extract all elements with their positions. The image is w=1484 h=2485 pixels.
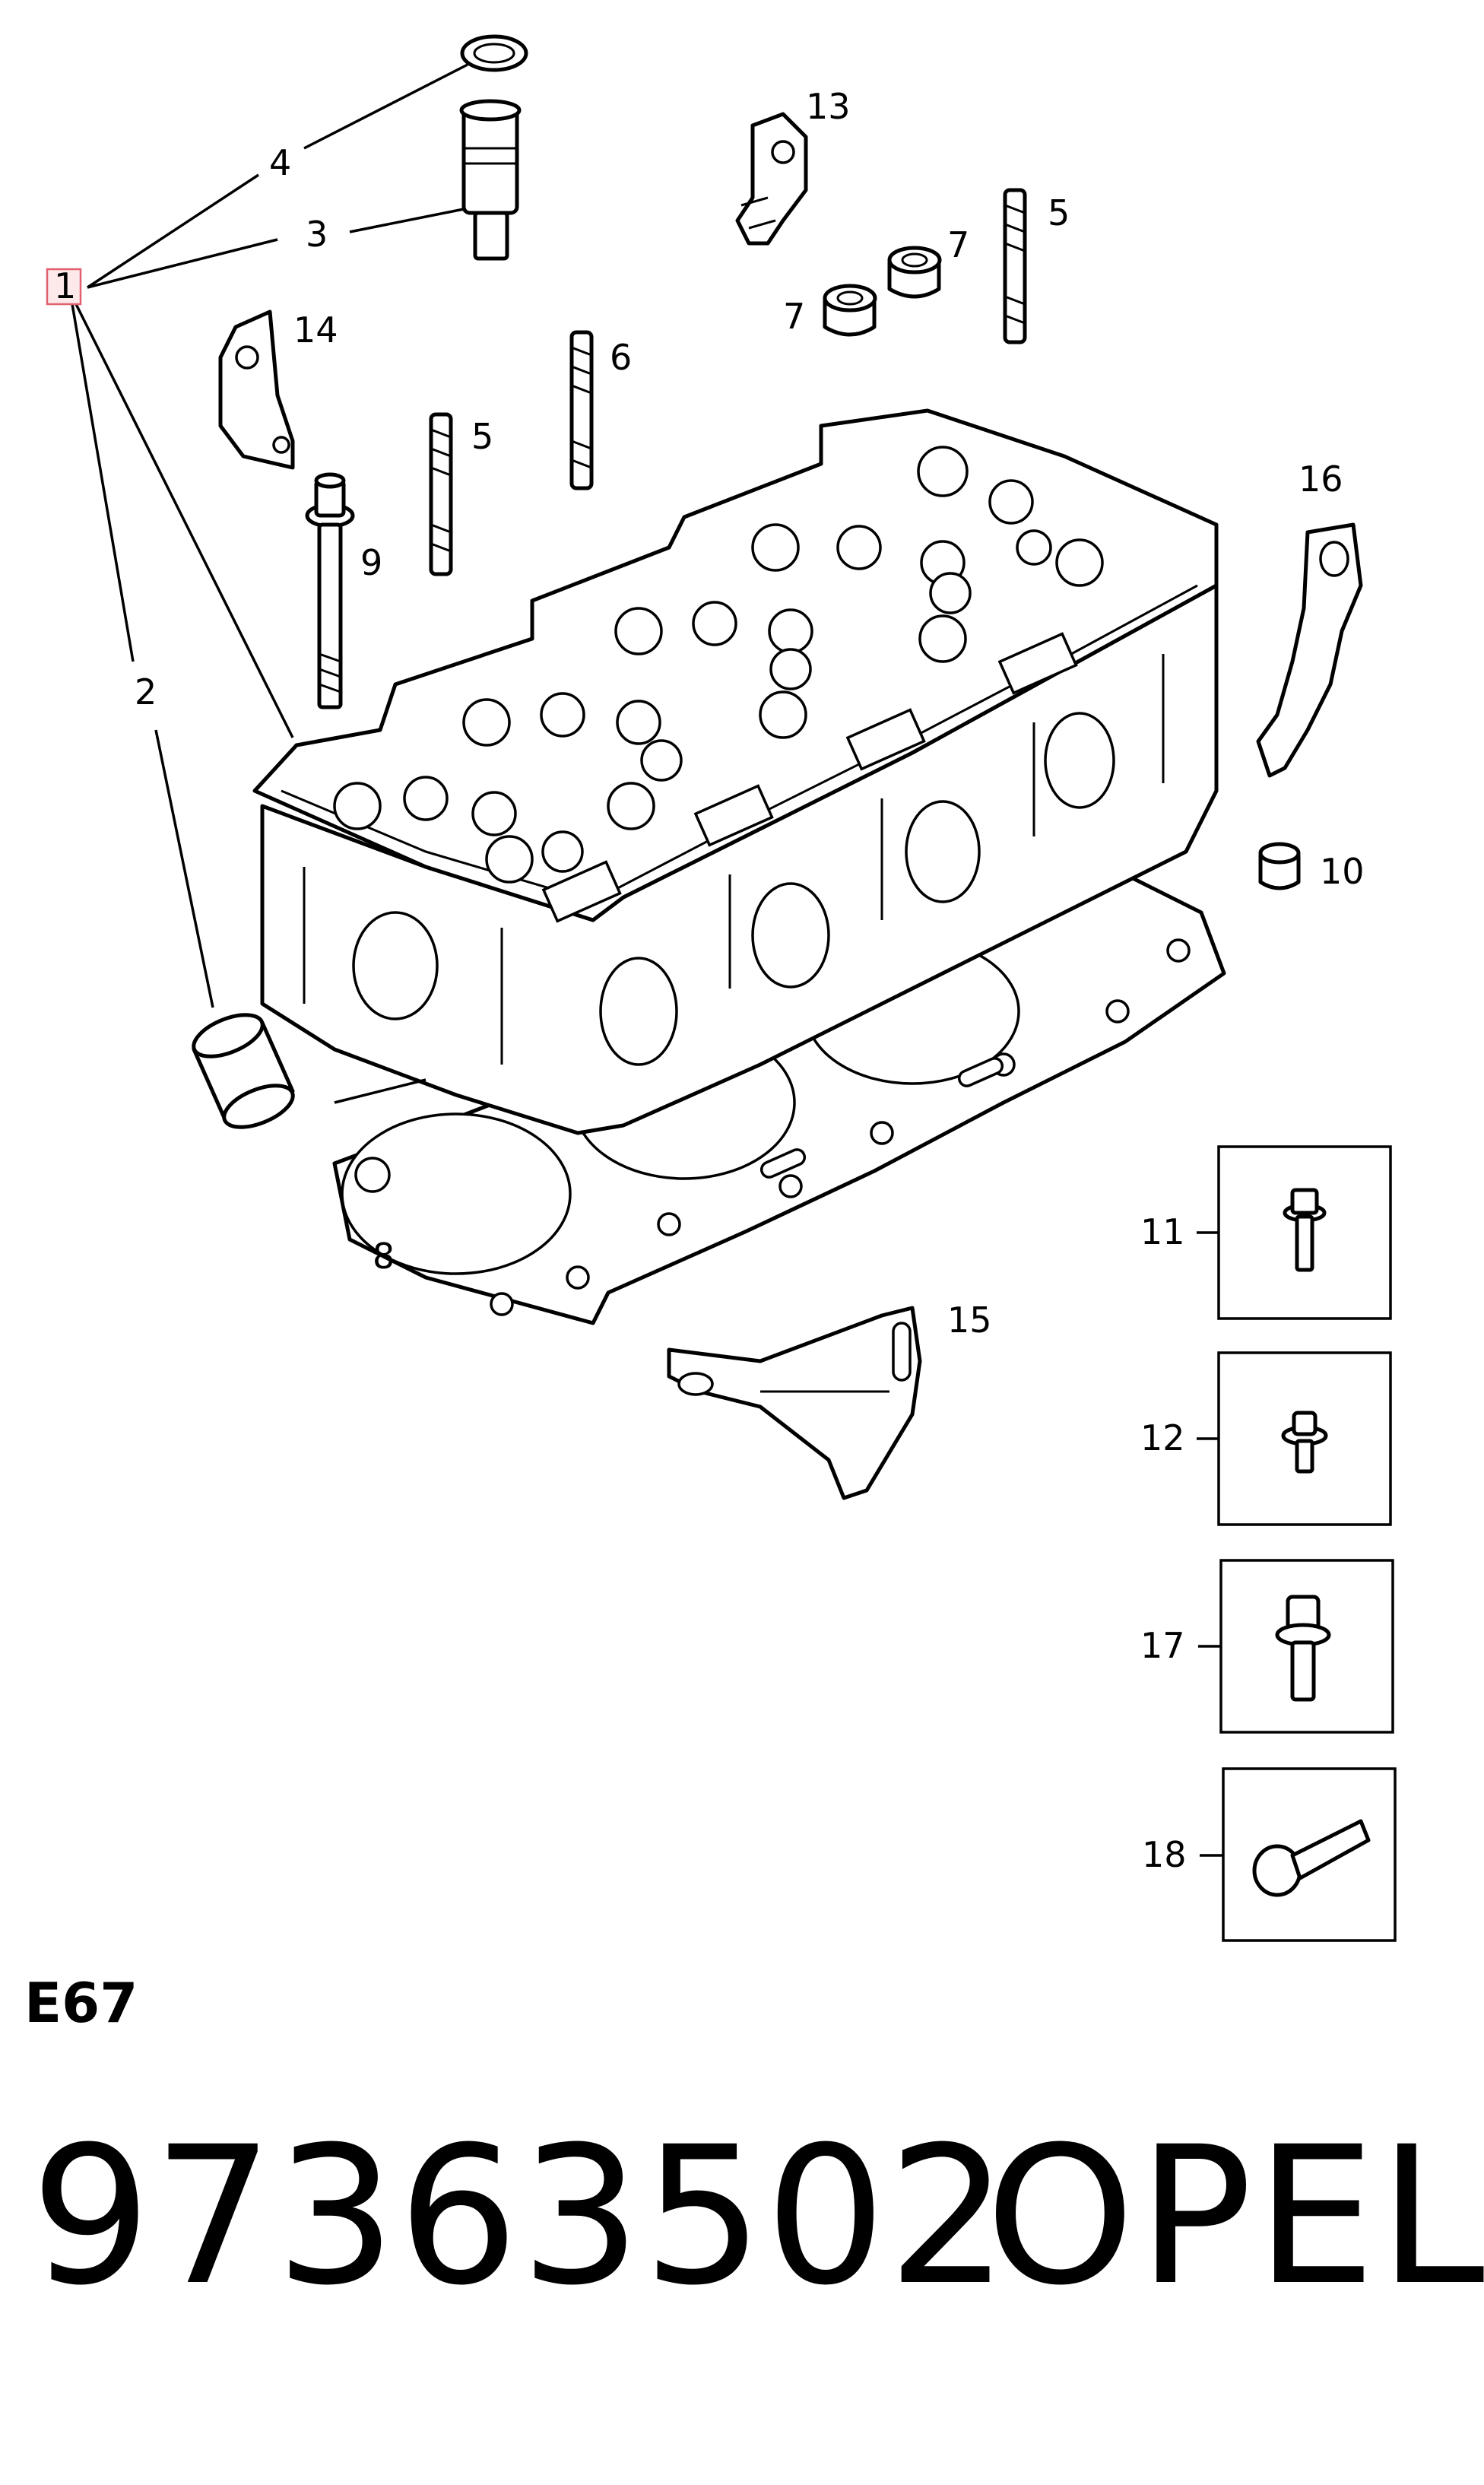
callout-15[interactable]: 15 bbox=[947, 1300, 992, 1341]
callout-7a[interactable]: 7 bbox=[783, 296, 805, 337]
callout-8[interactable]: 8 bbox=[373, 1236, 395, 1277]
callout-6[interactable]: 6 bbox=[610, 337, 632, 378]
stud-bolt-5b bbox=[1003, 188, 1027, 344]
callout-10[interactable]: 10 bbox=[1320, 851, 1365, 892]
fastener-box-18 bbox=[1222, 1767, 1397, 1942]
callout-1[interactable]: 1 bbox=[46, 265, 82, 306]
valve-seal-7b bbox=[887, 246, 942, 299]
callout-2[interactable]: 2 bbox=[135, 671, 157, 712]
seal-ring bbox=[192, 1013, 295, 1129]
callout-11[interactable]: 11 bbox=[1140, 1211, 1185, 1252]
stud-bolt-5a bbox=[429, 412, 453, 576]
bracket-14 bbox=[218, 309, 295, 470]
callout-13[interactable]: 13 bbox=[806, 86, 851, 127]
part-number: 97363502 bbox=[30, 2106, 1010, 2327]
diagram-code: E67 bbox=[24, 1971, 138, 2035]
callout-4[interactable]: 4 bbox=[269, 142, 291, 183]
cylinder-head bbox=[252, 408, 1219, 1135]
callout-16[interactable]: 16 bbox=[1298, 459, 1343, 500]
fastener-box-17 bbox=[1219, 1559, 1394, 1734]
fastener-box-11 bbox=[1217, 1145, 1392, 1320]
bracket-16 bbox=[1256, 522, 1363, 778]
svg-text:1: 1 bbox=[54, 265, 76, 306]
callout-5b[interactable]: 5 bbox=[1048, 192, 1070, 233]
callout-5a[interactable]: 5 bbox=[471, 416, 493, 457]
dowel-sleeve bbox=[1258, 842, 1301, 890]
callout-18[interactable]: 18 bbox=[1142, 1834, 1187, 1875]
cylinder-head-bolt bbox=[305, 472, 355, 709]
callout-3[interactable]: 3 bbox=[306, 214, 328, 255]
callout-17[interactable]: 17 bbox=[1140, 1625, 1185, 1666]
leader-lines bbox=[71, 63, 1223, 1857]
callout-14[interactable]: 14 bbox=[293, 309, 338, 351]
stud-bolt-6 bbox=[569, 330, 594, 490]
fastener-box-12 bbox=[1217, 1351, 1392, 1526]
brand-name: OPEL bbox=[985, 2106, 1484, 2327]
callout-7b[interactable]: 7 bbox=[947, 224, 969, 265]
bracket-13 bbox=[735, 112, 808, 246]
o-ring bbox=[460, 34, 528, 72]
callout-12[interactable]: 12 bbox=[1140, 1417, 1185, 1458]
injector-sleeve bbox=[459, 99, 522, 261]
callout-9[interactable]: 9 bbox=[360, 542, 382, 583]
valve-seal-7a bbox=[823, 284, 877, 337]
bracket-15 bbox=[667, 1306, 922, 1500]
